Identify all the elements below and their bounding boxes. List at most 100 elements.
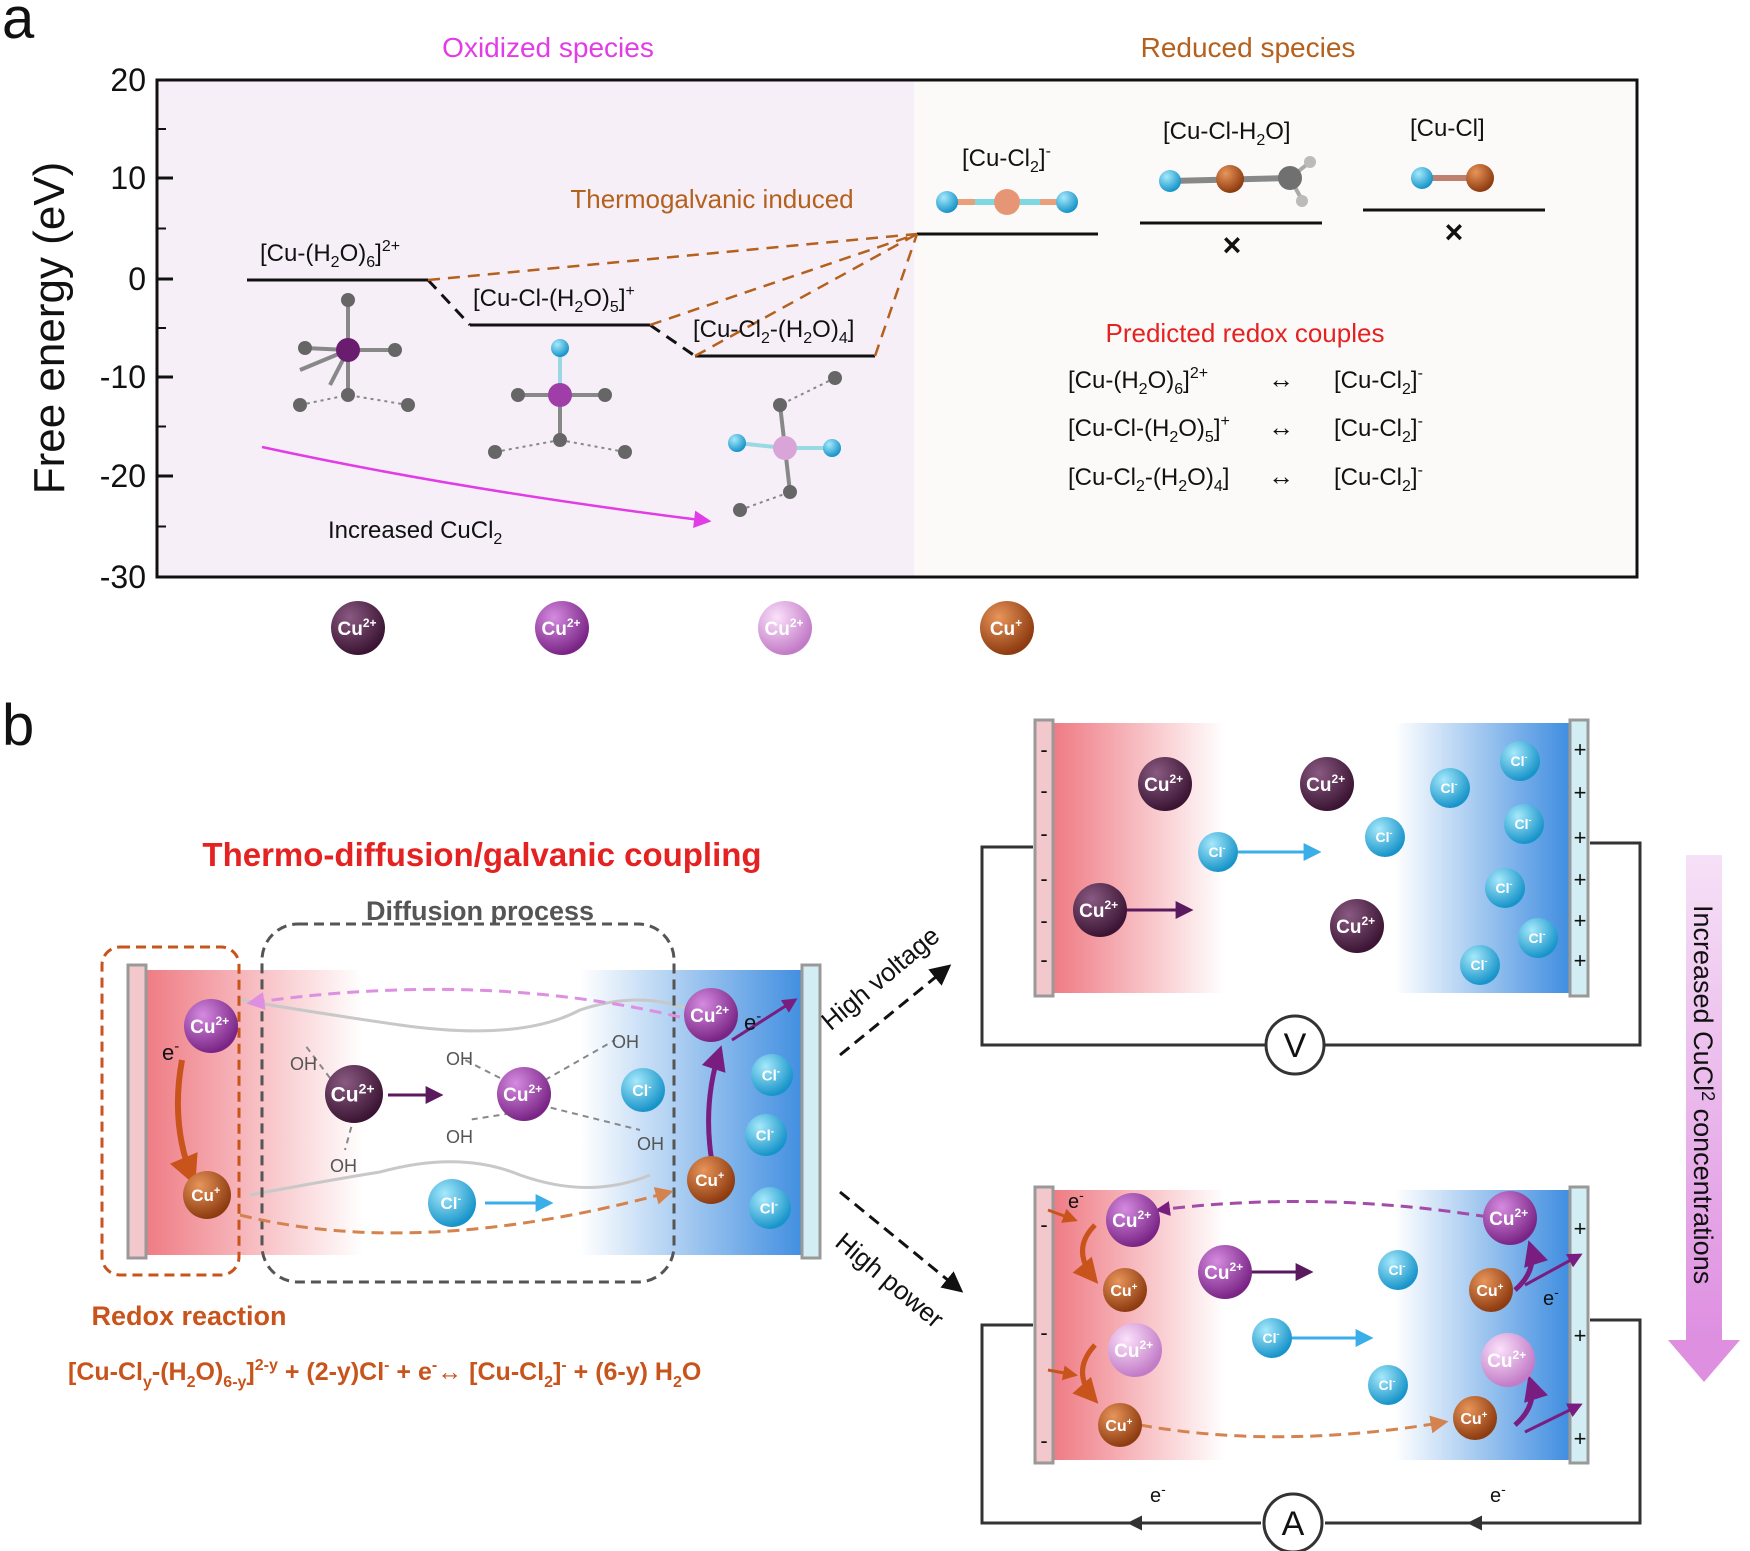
svg-text:Cu2+: Cu2+ — [764, 616, 803, 640]
svg-text:[Cu-Cl2]-: [Cu-Cl2]- — [1334, 365, 1423, 398]
electron-label-bottom-right: e- — [1490, 1481, 1506, 1507]
diffusion-title: Diffusion process — [366, 896, 594, 926]
chloride-ion: Cl- — [1252, 1318, 1292, 1358]
svg-text:+: + — [1574, 948, 1587, 973]
species-cu-cl2-h2o4: [Cu-Cl2-(H2O)4] — [693, 316, 854, 347]
cu2-ion: Cu2+ — [1300, 757, 1354, 811]
high-voltage-label: High voltage — [815, 920, 945, 1036]
svg-text:Cu2+: Cu2+ — [1306, 772, 1345, 796]
svg-text:Cl-: Cl- — [1441, 779, 1458, 796]
molecule-cu-h2o6 — [293, 293, 415, 412]
redox-couple-2: [Cu-Cl-(H2O)5]+ ↔ [Cu-Cl2]- — [1068, 412, 1423, 446]
thermogalvanic-label: Thermogalvanic induced — [570, 184, 853, 214]
high-voltage-cell-ions: Cu2+Cu2+Cu2+Cu2+Cl-Cl-Cl-Cl-Cl-Cl-Cl-Cl- — [1073, 741, 1558, 985]
cu2-ion: Cu2+ — [1481, 1333, 1535, 1387]
svg-text:OH: OH — [446, 1127, 473, 1147]
cu2-ion: Cu2+ — [1198, 1245, 1252, 1299]
chloride-ion: Cl- — [621, 1068, 665, 1112]
svg-text:[Cu-Cl2]-: [Cu-Cl2]- — [1334, 413, 1423, 446]
concentration-label: Increased CuCl2 concentrations — [1688, 905, 1718, 1284]
voltmeter — [1264, 1014, 1326, 1076]
svg-text:↔: ↔ — [1268, 412, 1294, 442]
species-cu-cl-h2o5: [Cu-Cl-(H2O)5]+ — [473, 283, 635, 316]
svg-text:Cu2+: Cu2+ — [1336, 914, 1375, 938]
coupling-title: Thermo-diffusion/galvanic coupling — [202, 836, 761, 873]
svg-text:Cl-: Cl- — [1263, 1329, 1280, 1346]
hydroxyl-labels: OH OH OH OH OH OH — [290, 1032, 664, 1176]
redox-couple-1: [Cu-(H2O)6]2+ ↔ [Cu-Cl2]- — [1068, 364, 1423, 398]
high-power-cell-ions: Cu2+Cu+Cu2+Cu+Cu2+Cl-Cl-Cl-Cu2+Cu+Cu2+Cu… — [1098, 1191, 1537, 1447]
svg-text:-: - — [1040, 1212, 1047, 1237]
increased-cucl2-label: Increased CuCl2 — [328, 517, 502, 548]
svg-text:[Cu-Cl-(H2O)5]+: [Cu-Cl-(H2O)5]+ — [1068, 413, 1230, 446]
chloride-ion: Cl- — [1518, 918, 1558, 958]
svg-text:-: - — [1040, 821, 1047, 846]
reduced-region — [914, 80, 1637, 577]
redox-reaction-box — [100, 945, 241, 1277]
high-power-cell: A e- e- e- e- ---+++ Cu2+Cu+Cu2+Cu+Cu2+C… — [980, 1185, 1642, 1551]
cu2-ion: Cu2+ — [184, 999, 238, 1053]
svg-text:e-: e- — [1068, 1187, 1084, 1213]
svg-text:Cl-: Cl- — [1515, 815, 1532, 832]
svg-text:-: - — [1040, 947, 1047, 972]
svg-text:Cl-: Cl- — [440, 1193, 461, 1213]
svg-text:-: - — [1040, 866, 1047, 891]
svg-text:Cl-: Cl- — [1529, 929, 1546, 946]
svg-text:Cl-: Cl- — [760, 1199, 778, 1217]
cu1-diffusion-arrow — [239, 1187, 674, 1235]
cu2-ion: Cu2+ — [1483, 1191, 1537, 1245]
cu1-ion: Cu+ — [1103, 1268, 1147, 1312]
panel-a-label: a — [2, 0, 35, 51]
chloride-ion: Cl- — [745, 1114, 787, 1156]
cu2-ion: Cu2+ — [497, 1067, 551, 1121]
svg-text:Cl-: Cl- — [1511, 752, 1528, 769]
electron-label-bottom-left: e- — [1150, 1481, 1166, 1507]
svg-text:+: + — [1574, 1323, 1587, 1348]
svg-text:OH: OH — [637, 1134, 664, 1154]
electron-label-left: e- — [162, 1038, 179, 1065]
high-power-arrow — [839, 1190, 964, 1293]
ammeter — [1262, 1492, 1324, 1551]
svg-text:-: - — [1040, 1428, 1047, 1453]
svg-text:Cu2+: Cu2+ — [503, 1082, 542, 1106]
svg-text:Cu2+: Cu2+ — [541, 616, 580, 640]
svg-text:OH: OH — [612, 1032, 639, 1052]
svg-text:+: + — [1574, 1426, 1587, 1451]
svg-text:Cl-: Cl- — [1209, 843, 1226, 860]
main-cell-cathode — [126, 963, 148, 1260]
increased-cucl2-arrow — [261, 445, 712, 528]
concentration-side-arrow: Increased CuCl2 concentrations — [1668, 855, 1740, 1382]
diffusion-process-box — [260, 922, 676, 1284]
cu2-ion: Cu2+ — [1073, 883, 1127, 937]
cu2-ion: Cu2+ — [1330, 899, 1384, 953]
chloride-ion: Cl- — [749, 1187, 791, 1229]
molecule-cu-cl-h2o — [1159, 156, 1316, 207]
reduction-arrow — [169, 1059, 198, 1186]
svg-text:Cu2+: Cu2+ — [337, 616, 376, 640]
y-tick-label: -30 — [100, 559, 146, 595]
redox-equation: [Cu-Cly-(H2O)6-y]2-y + (2-y)Cl- + e-↔ [C… — [68, 1357, 701, 1391]
ammeter-label: A — [1282, 1505, 1305, 1543]
svg-text:+: + — [1574, 737, 1587, 762]
molecule-cu-cl — [1411, 164, 1494, 192]
svg-text:OH: OH — [330, 1156, 357, 1176]
svg-text:+: + — [1574, 780, 1587, 805]
cu2-ion: Cu2+ — [325, 1065, 383, 1123]
svg-text:Cu2+: Cu2+ — [1112, 1208, 1151, 1232]
chloride-ion: Cl- — [1504, 804, 1544, 844]
svg-text:+: + — [1574, 867, 1587, 892]
chloride-ion: Cl- — [428, 1179, 476, 1227]
species-cu-cl-h2o: [Cu-Cl-H2O] — [1163, 118, 1291, 149]
molecule-cu-cl-h2o5 — [488, 339, 632, 459]
redox-title: Redox reaction — [91, 1301, 286, 1331]
svg-text:[Cu-Cl2]-: [Cu-Cl2]- — [1334, 462, 1423, 495]
chloride-ion: Cl- — [1365, 817, 1405, 857]
high-voltage-cell: V ------++++++ Cu2+Cu2+Cu2+Cu2+Cl-Cl-Cl-… — [980, 718, 1642, 1076]
thermogalvanic-connectors — [427, 232, 919, 358]
svg-text:Cu+: Cu+ — [1110, 1282, 1137, 1300]
svg-text:Cl-: Cl- — [632, 1082, 651, 1100]
svg-text:Cl-: Cl- — [756, 1126, 774, 1144]
high-power-cell-signs: ---+++ — [1040, 1212, 1586, 1453]
svg-text:+: + — [1574, 908, 1587, 933]
